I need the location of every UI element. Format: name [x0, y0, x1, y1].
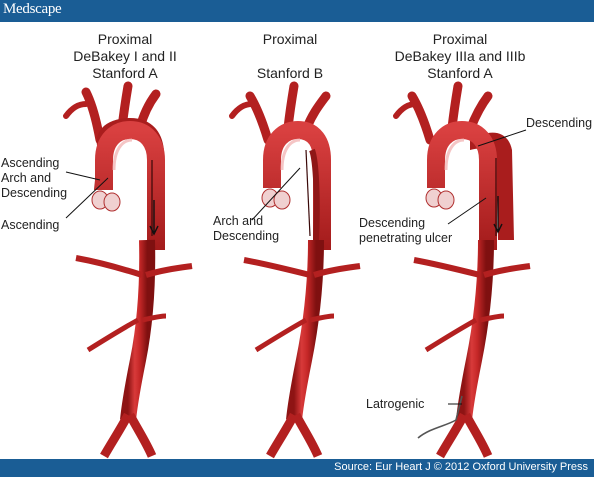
panel-2-title: Proximal Stanford B — [230, 31, 350, 82]
arch-branch-vessel — [407, 91, 435, 145]
dissection-flap — [305, 149, 311, 237]
mesenteric-artery — [479, 313, 505, 323]
label-line: Ascending — [1, 156, 60, 170]
medscape-logo: Medscape — [3, 1, 62, 17]
panel-3-title-line-3: Stanford A — [427, 65, 493, 81]
iliac-artery — [436, 412, 468, 459]
label-line: Descending — [526, 116, 593, 130]
aorta-illustration-1 — [63, 81, 193, 459]
leader-line — [65, 171, 101, 181]
panel-3-title: Proximal DeBakey IIIa and IIIb Stanford … — [385, 31, 535, 82]
mesenteric-artery — [254, 317, 308, 353]
vessel-highlight — [444, 138, 465, 171]
label-latrogenic: Latrogenic — [366, 397, 424, 412]
leader-line — [65, 177, 109, 219]
vessel-highlight — [112, 138, 133, 171]
renal-artery — [413, 257, 481, 278]
aortic-root-bulb — [103, 192, 121, 212]
aortic-root-bulb — [437, 190, 455, 210]
label-line: Arch and — [213, 214, 264, 228]
iliac-artery — [100, 412, 132, 459]
label-line: Latrogenic — [366, 397, 425, 411]
panel-2-title-line-3: Stanford B — [256, 65, 324, 81]
arch-branch-vessel — [81, 87, 105, 145]
label-line: Descending — [359, 216, 426, 230]
label-arch-and-descending: Arch and Descending — [213, 214, 279, 244]
iliac-artery — [462, 412, 493, 458]
flow-arrowhead — [149, 225, 159, 236]
label-line: Arch and — [1, 171, 52, 185]
label-ascending-arch-descending: Ascending Arch and Descending — [1, 156, 67, 201]
renal-artery — [145, 263, 193, 278]
catheter — [417, 395, 463, 439]
panel-1-title-line-1: Proximal — [97, 31, 153, 47]
aortic-arch — [95, 120, 165, 250]
panel-2-title-line-1: Proximal — [262, 31, 318, 47]
flow-arrowhead — [493, 223, 503, 234]
aortic-arch — [263, 120, 331, 250]
panel-1-title-line-2: DeBakey I and II — [73, 48, 177, 64]
renal-artery — [243, 257, 311, 278]
false-lumen — [470, 132, 514, 240]
panel-3-title-line-1: Proximal — [432, 31, 488, 47]
source-credit: Source: Eur Heart J © 2012 Oxford Univer… — [334, 461, 588, 473]
leader-line — [447, 197, 487, 225]
mesenteric-artery — [309, 313, 335, 323]
arch-branch-vessel — [245, 91, 273, 145]
renal-artery — [483, 263, 531, 278]
panel-1-title-line-3: Stanford A — [92, 65, 158, 81]
label-ascending: Ascending — [1, 218, 59, 233]
panel-3-title-line-2: DeBakey IIIa and IIIb — [394, 48, 526, 64]
label-line: Descending — [213, 229, 280, 243]
arch-branch-vessel — [63, 101, 89, 119]
vessel-highlight — [280, 138, 301, 171]
arch-branch-vessel — [229, 101, 255, 119]
renal-artery — [75, 255, 143, 278]
descending-aorta — [120, 239, 156, 421]
arch-branch-vessel — [393, 101, 419, 119]
renal-artery — [313, 263, 361, 278]
label-line: Descending — [1, 186, 68, 200]
label-descending: Descending — [526, 116, 592, 131]
iliac-artery — [126, 412, 157, 458]
descending-aorta — [286, 239, 324, 421]
mesenteric-artery — [86, 317, 140, 353]
iliac-artery — [266, 412, 298, 459]
leader-line — [477, 129, 527, 147]
footer-bar: Source: Eur Heart J © 2012 Oxford Univer… — [0, 459, 594, 477]
mesenteric-artery — [141, 313, 167, 323]
descending-aorta — [456, 239, 494, 421]
mesenteric-artery — [424, 317, 478, 353]
aorta-illustration-3 — [393, 81, 531, 459]
aorta-illustration-2 — [229, 81, 361, 459]
iliac-artery — [292, 412, 323, 458]
false-lumen — [309, 148, 320, 241]
aortic-root-bulb — [273, 190, 291, 210]
header-bar: Medscape — [0, 0, 594, 22]
aortic-arch — [427, 120, 497, 250]
panel-1-title: Proximal DeBakey I and II Stanford A — [60, 31, 190, 82]
label-line: penetrating ulcer — [359, 231, 453, 245]
label-descending-penetrating-ulcer: Descending penetrating ulcer — [359, 216, 452, 246]
leader-line — [251, 167, 301, 221]
label-line: Ascending — [1, 218, 60, 232]
